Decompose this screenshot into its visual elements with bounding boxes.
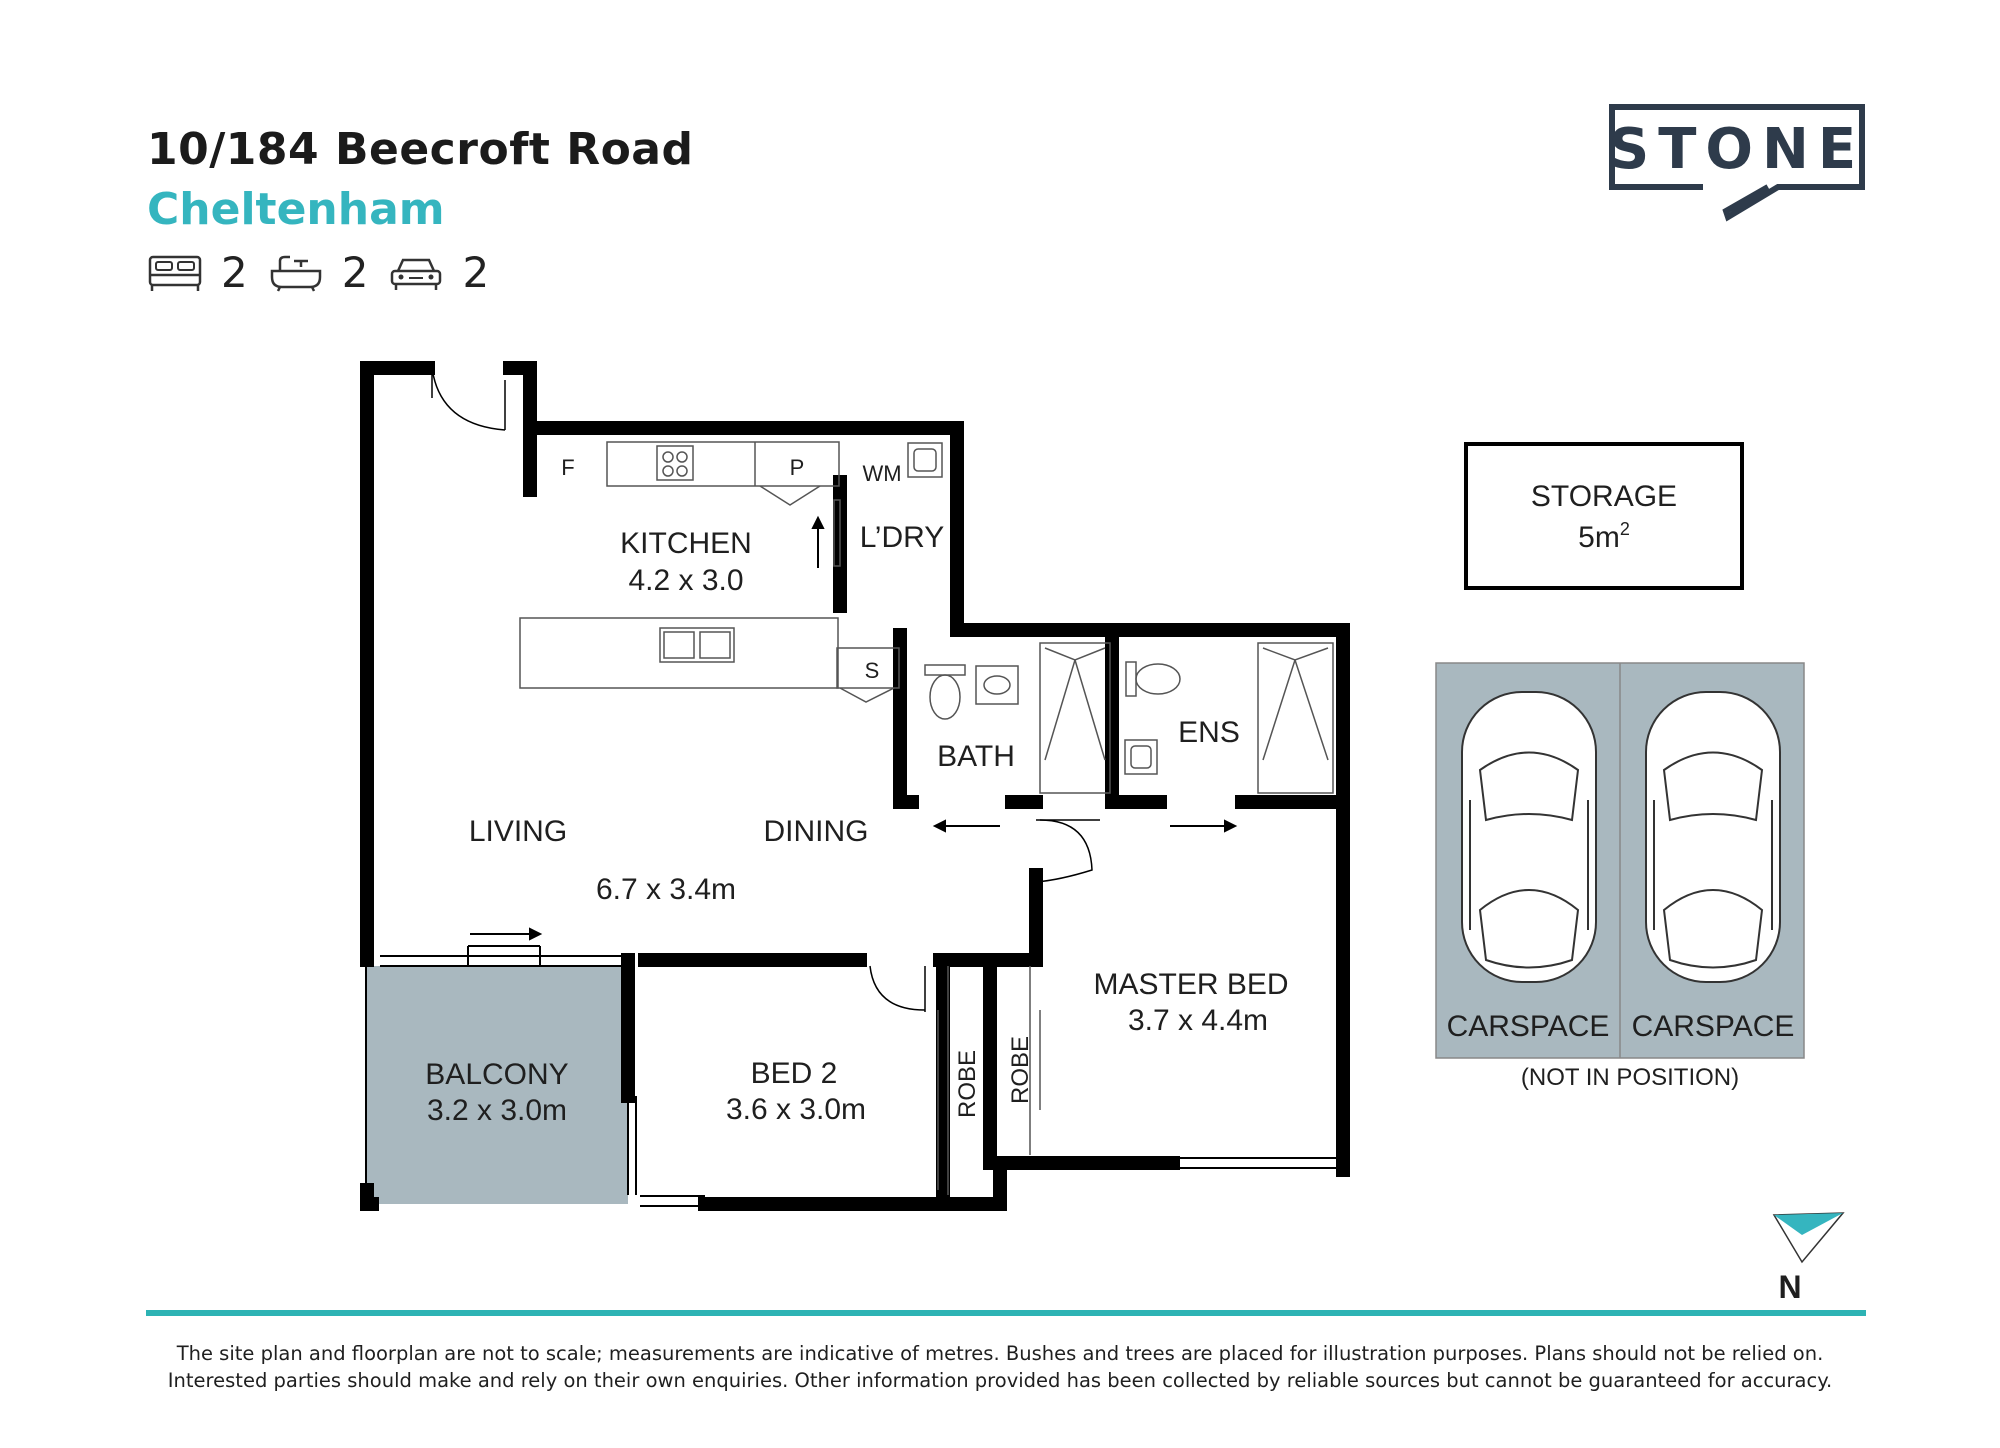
robe-label-bed2: ROBE [954,1050,981,1118]
carspace-label-2: CARSPACE [1632,1010,1795,1043]
balcony-size: 3.2 x 3.0m [427,1094,567,1127]
car-icon [391,258,442,290]
bed-icon [148,255,202,291]
compass-icon [1772,1212,1845,1264]
property-address: 10/184 Beecroft Road [147,124,694,175]
kitchen-benches [519,441,943,703]
disclaimer-line-1: The site plan and floorplan are not to s… [176,1342,1824,1365]
kitchen-label: KITCHEN [620,527,752,560]
master-bed-size: 3.7 x 4.4m [1128,1004,1268,1037]
washing-machine-label: WM [862,461,901,486]
bathroom-count-value: 2 [341,248,369,297]
bed2-label: BED 2 [751,1057,838,1090]
carspace-note: (NOT IN POSITION) [1521,1064,1739,1091]
property-suburb: Cheltenham [147,184,445,235]
bathroom-fixtures [924,642,1334,794]
bed2-size: 3.6 x 3.0m [726,1093,866,1126]
windows [365,520,1349,1207]
living-label: LIVING [469,815,567,848]
ensuite-label: ENS [1178,716,1240,749]
balcony-label: BALCONY [425,1058,568,1091]
kitchen-size: 4.2 x 3.0 [628,564,743,597]
fridge-label: F [561,455,574,480]
compass-north-label: N [1778,1269,1801,1305]
pantry-label: P [790,455,805,480]
bathroom-count: 2 [268,248,369,297]
carspace-label-1: CARSPACE [1447,1010,1610,1043]
disclaimer: The site plan and floorplan are not to s… [100,1340,1900,1394]
bedroom-count: 2 [147,248,248,297]
storage-box [1464,442,1744,590]
storage-size-value: 5m [1578,521,1620,554]
bath-label: BATH [937,740,1015,773]
car-icon [1645,691,1781,983]
bedroom-count-value: 2 [221,248,248,297]
balcony-area [366,966,628,1204]
feature-summary: 2 2 2 [147,248,495,297]
parking-count-value: 2 [462,248,490,297]
stone-logo: STONE [1608,103,1866,223]
footer-divider [146,1310,1866,1316]
dining-label: DINING [764,815,869,848]
laundry-label: L’DRY [860,521,945,554]
storage-size: 5m2 [1578,519,1630,554]
master-bed-label: MASTER BED [1093,968,1288,1001]
doors [431,367,1100,1012]
logo-wordmark: STONE [1608,117,1866,182]
car-icon [1461,691,1597,983]
walls [360,361,1350,1211]
living-dining-size: 6.7 x 3.4m [596,873,736,906]
bath-icon [270,255,321,292]
storage-size-sup: 2 [1620,519,1630,539]
sliding-arrows [470,515,1238,941]
robe-label-master: ROBE [1007,1036,1034,1104]
robes [937,966,1041,1195]
storage-cupboard-label: S [865,658,880,683]
carspaces [1435,662,1805,1059]
storage-label: STORAGE [1531,480,1677,513]
disclaimer-line-2: Interested parties should make and rely … [167,1369,1833,1392]
parking-count: 2 [388,248,489,297]
